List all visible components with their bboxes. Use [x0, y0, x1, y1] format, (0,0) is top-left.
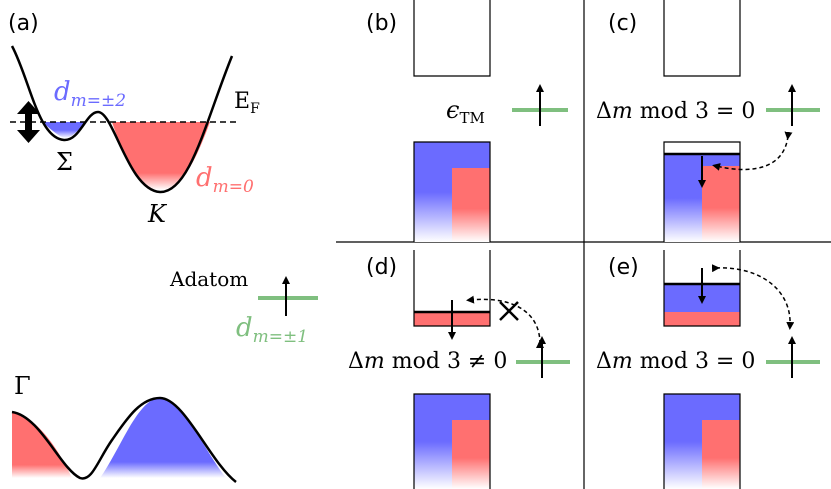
- cross-icon: [499, 301, 519, 321]
- label-sigma: Σ: [56, 148, 73, 176]
- label-eps-tm: ϵTM: [446, 96, 485, 127]
- empty-band-box: [413, 0, 491, 77]
- red-band-fill: [452, 420, 490, 489]
- panel-b: (b) ϵTM: [366, 0, 568, 242]
- red-band-fill: [702, 166, 740, 242]
- red-band-fill: [702, 420, 740, 489]
- label-adatom: Adatom: [169, 267, 248, 291]
- hybridization-arrow-icon: [711, 264, 795, 330]
- panel-e: (e) Δm mod 3 = 0: [596, 250, 820, 489]
- label-d-m-0: dm=0: [196, 163, 254, 197]
- label-ef: EF: [234, 89, 260, 117]
- label-d-rule: Δm mod 3 ≠ 0: [348, 349, 507, 374]
- gamma-band-curve: [11, 396, 237, 483]
- hybridization-arrow-icon: [712, 131, 793, 171]
- label-e-rule: Δm mod 3 = 0: [596, 349, 755, 374]
- filled-band-box: [663, 393, 741, 489]
- label-k: K: [147, 200, 168, 228]
- panel-label-c: (c): [608, 11, 637, 36]
- double-arrow-icon: [17, 101, 40, 143]
- panel-label-d: (d): [366, 255, 397, 280]
- panel-c: (c) Δm mod 3 = 0: [596, 0, 820, 242]
- gamma-blue-fill: [100, 398, 226, 478]
- label-c-rule: Δm mod 3 = 0: [596, 99, 755, 124]
- red-band-fill: [664, 312, 740, 326]
- filled-band-box: [663, 141, 741, 242]
- label-d-m-pm2: dm=±2: [54, 77, 126, 111]
- panel-label-e: (e): [608, 255, 639, 280]
- panel-d: (d) Δm mod 3 ≠ 0: [348, 250, 570, 489]
- label-gamma: Γ: [14, 372, 31, 400]
- sigma-pocket-fill: [42, 122, 86, 138]
- panel-label-b: (b): [366, 11, 397, 36]
- red-band-fill: [452, 168, 490, 242]
- empty-band-box: [663, 0, 741, 77]
- panel-label-a: (a): [8, 11, 39, 36]
- gamma-red-fill: [12, 412, 72, 478]
- filled-band-box: [413, 393, 491, 489]
- label-d-m-pm1: dm=±1: [236, 313, 308, 347]
- forbidden-hybridization-arrow-icon: [466, 295, 545, 349]
- panel-a: (a) dm=±2 EF Σ K dm=0 Adatom dm=±1 Γ: [8, 11, 318, 483]
- filled-band-box: [413, 141, 491, 242]
